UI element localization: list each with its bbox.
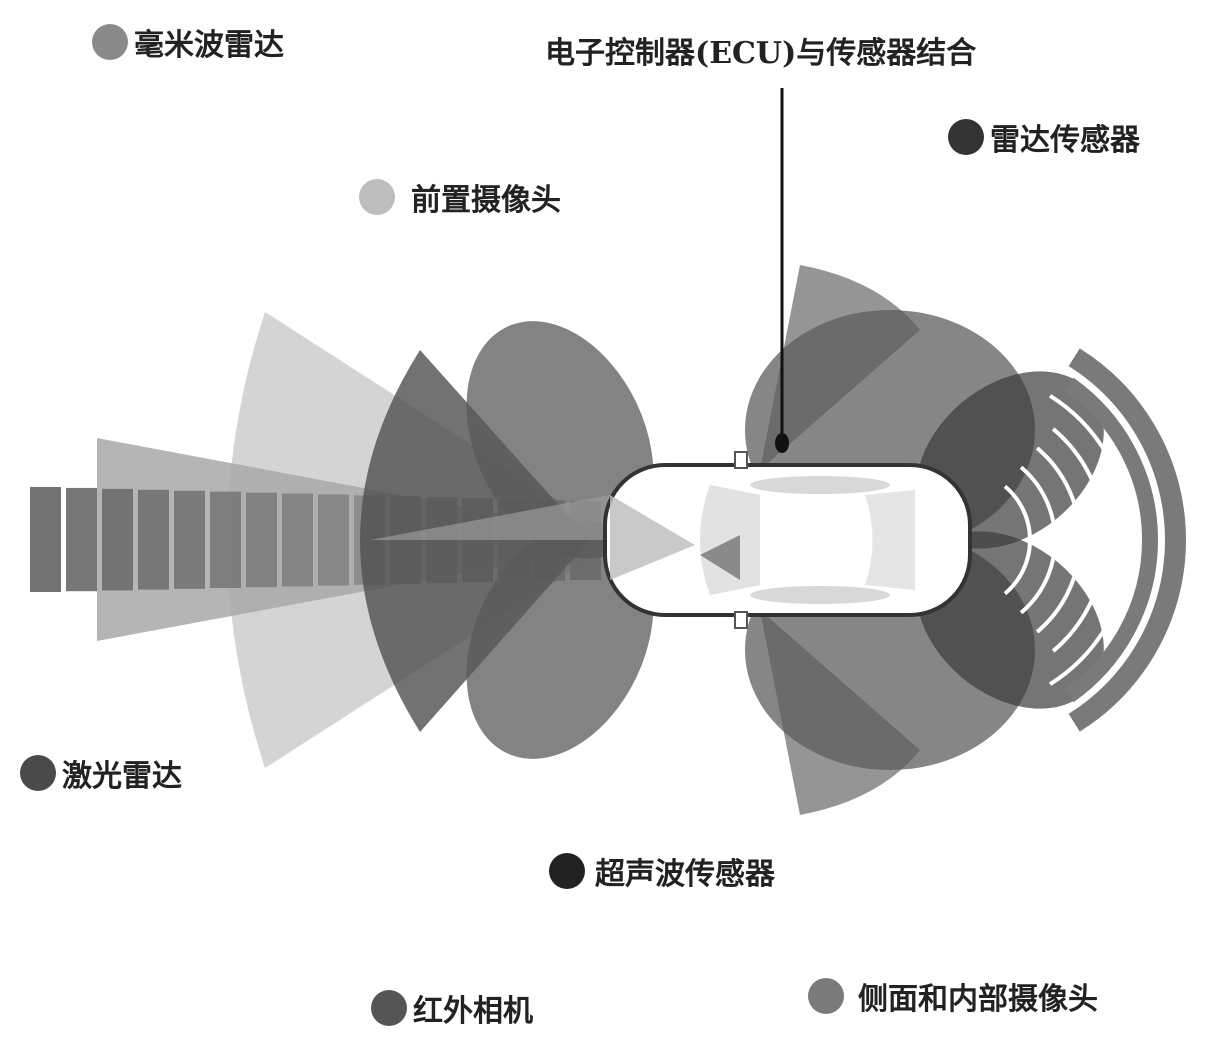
lidar-bar bbox=[282, 493, 313, 587]
side-camera-dot-icon bbox=[808, 978, 844, 1014]
ultrasonic-wave-line bbox=[1003, 484, 1033, 596]
ultrasonic-wave-line bbox=[1051, 427, 1107, 653]
legend-label: 红外相机 bbox=[413, 994, 533, 1029]
legend-infrared-camera: 红外相机 bbox=[371, 986, 533, 1030]
legend-label: 毫米波雷达 bbox=[134, 28, 284, 63]
infrared-coverage bbox=[360, 350, 590, 732]
lidar-bar bbox=[30, 487, 61, 592]
ecu-pointer-dot bbox=[775, 433, 789, 453]
legend-label: 超声波传感器 bbox=[595, 857, 775, 892]
legend-side-interior-camera: 侧面和内部摄像头 bbox=[808, 974, 1098, 1018]
legend-lidar: 激光雷达 bbox=[20, 751, 182, 795]
ultrasonic-band bbox=[1068, 348, 1186, 732]
front-side-coverage-bottom bbox=[466, 521, 654, 759]
ultrasonic-wave-line bbox=[1035, 446, 1082, 634]
car-icon bbox=[603, 451, 972, 629]
ultrasonic-wave-line bbox=[1066, 366, 1165, 714]
legend-label: 激光雷达 bbox=[62, 759, 182, 794]
legend-mmwave-radar: 毫米波雷达 bbox=[92, 20, 284, 64]
lidar-dot-icon bbox=[20, 755, 56, 791]
lidar-bar bbox=[66, 487, 97, 592]
ultrasonic-wave-line bbox=[1049, 394, 1133, 686]
lidar-bar bbox=[102, 488, 133, 591]
legend-ultrasonic-sensor: 超声波传感器 bbox=[549, 849, 775, 893]
legend-label: 雷达传感器 bbox=[990, 123, 1140, 158]
lidar-bar bbox=[138, 489, 169, 590]
lidar-bar bbox=[318, 494, 349, 586]
mmwave-radar-dot-icon bbox=[92, 24, 128, 60]
legend-front-camera: 前置摄像头 bbox=[359, 175, 561, 219]
ultrasonic-wave-line bbox=[1019, 465, 1057, 615]
front-camera-dot-icon bbox=[359, 179, 395, 215]
infrared-camera-dot-icon bbox=[371, 990, 407, 1026]
legend-label: 前置摄像头 bbox=[411, 183, 561, 218]
legend-radar-sensor: 雷达传感器 bbox=[948, 115, 1140, 159]
ecu-title: 电子控制器(ECU)与传感器结合 bbox=[545, 36, 977, 71]
legend-label: 侧面和内部摄像头 bbox=[858, 982, 1098, 1017]
ultrasonic-waves bbox=[1003, 348, 1186, 732]
ultrasonic-sensor-dot-icon bbox=[549, 853, 585, 889]
lidar-bar bbox=[174, 490, 205, 589]
lidar-bar bbox=[210, 491, 241, 588]
lidar-bar bbox=[246, 492, 277, 588]
radar-sensor-dot-icon bbox=[948, 119, 984, 155]
ultrasonic-band bbox=[1064, 377, 1158, 703]
